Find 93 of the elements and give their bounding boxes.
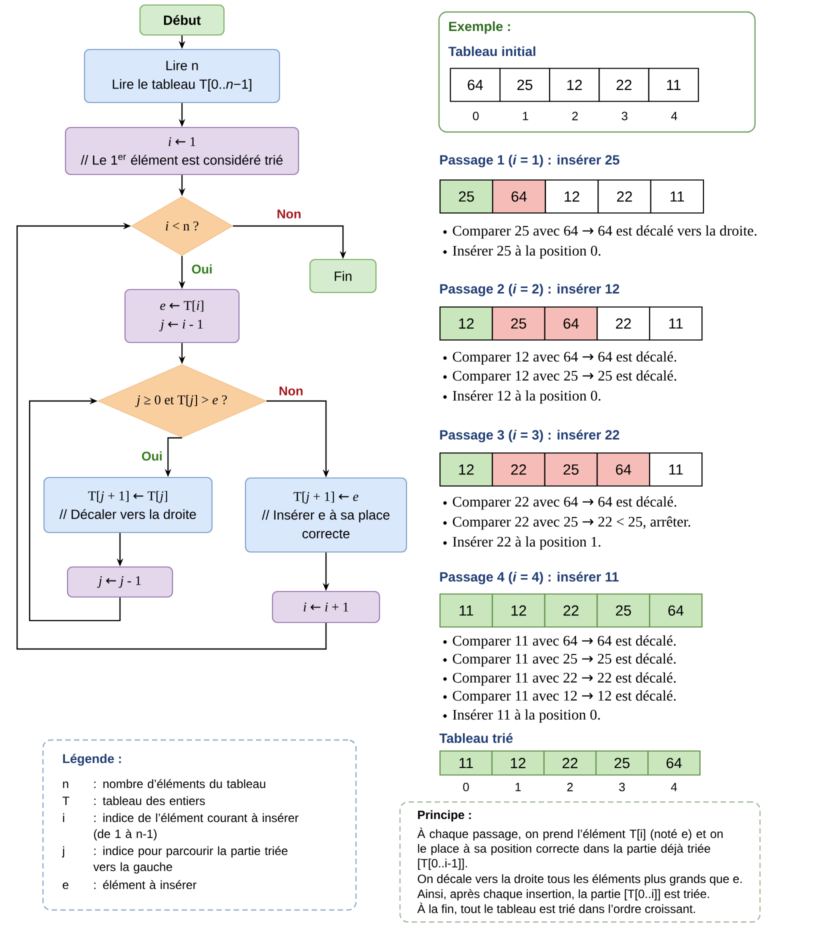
principle-paragraph: À la fin, tout le tableau est trié dans l’ordre croissant.	[417, 902, 695, 915]
edge-label: Oui	[140, 450, 164, 462]
index-number: 3	[622, 112, 628, 120]
array-cell: 12	[544, 179, 599, 214]
bullet-text: Comparer 11 avec 25 → 25 est décalé.	[452, 653, 676, 667]
array-cell: 64	[596, 452, 650, 487]
array-cell: 64	[492, 179, 546, 214]
table-title: Tableau initial	[448, 46, 536, 56]
array-cell: 11	[439, 750, 493, 776]
section-heading: Passage 2 (i = 2) : insérer 12	[440, 284, 620, 296]
index-number: 4	[671, 112, 678, 120]
start-terminal: Début	[139, 4, 225, 36]
edge-label: Non	[275, 208, 303, 220]
bullet-text: Comparer 22 avec 25 → 22 < 25, arrêter.	[452, 516, 690, 530]
array-cell: 25	[595, 750, 649, 776]
section-heading: Passage 3 (i = 3) : insérer 22	[440, 430, 620, 442]
index-number: 1	[516, 782, 521, 792]
section-heading: Tableau trié	[439, 733, 513, 743]
legend-symbol: j	[62, 846, 64, 858]
index-number: 3	[619, 782, 625, 792]
array-cell: 22	[543, 750, 597, 776]
section-heading: Passage 1 (i = 1) : insérer 25	[440, 154, 620, 168]
array-cell: 12	[549, 68, 600, 102]
array-cell: 11	[649, 306, 703, 341]
bullet-text: Comparer 11 avec 22 → 22 est décalé.	[452, 672, 676, 686]
array-cell: 22	[596, 306, 650, 341]
process-box: T[j + 1] ← e // Insérer e à sa place correcte	[244, 477, 408, 553]
principle-paragraph: À chaque passage, on prend l’élément T[i] (noté e) et on le place à sa position correcte dans la partie déjà triée [T[0..i-1]].	[417, 828, 723, 870]
index-number: 2	[572, 112, 578, 120]
bullet-text: Insérer 22 à la position 1.	[452, 536, 600, 550]
process-box: j ← j - 1	[66, 566, 174, 598]
legend-symbol: i	[63, 813, 64, 822]
array-cell: 25	[492, 306, 546, 341]
array-cell: 25	[499, 68, 550, 102]
array-cell: 64	[649, 593, 703, 628]
array-cell: 11	[439, 593, 493, 628]
legend-symbol: T	[62, 796, 70, 805]
legend-description: : indice pour parcourir la partie triée vers la gauche	[93, 846, 288, 874]
array-cell: 11	[648, 68, 699, 102]
bullet-text: Insérer 12 à la position 0.	[452, 390, 600, 404]
array-cell: 64	[647, 750, 701, 776]
end-terminal: Fin	[309, 258, 377, 294]
bullet-text: Comparer 12 avec 25 → 25 est décalé.	[452, 370, 676, 384]
process-box: T[j + 1] ← T[j] // Décaler vers la droite	[43, 476, 213, 534]
index-number: 0	[463, 782, 469, 792]
array-cell: 25	[440, 179, 494, 214]
legend-panel	[42, 739, 357, 911]
principle-paragraph: On décale vers la droite tous les éléments plus grands que e.	[418, 874, 742, 886]
bullet-text: Comparer 22 avec 64 → 64 est décalé.	[452, 496, 676, 510]
array-cell: 25	[544, 452, 598, 487]
array-cell: 12	[439, 452, 493, 487]
legend-symbol: e	[62, 882, 68, 890]
edge-label: Oui	[190, 263, 214, 275]
panel-heading: Principe :	[418, 810, 471, 822]
index-number: 0	[472, 112, 479, 120]
legend-description: : nombre d’éléments du tableau	[94, 779, 266, 788]
process-box: i ← i + 1	[272, 590, 380, 624]
array-cell: 12	[491, 750, 545, 776]
input-box: Lire n Lire le tableau T[0..n−1]	[84, 48, 280, 104]
array-cell: 64	[544, 306, 598, 341]
array-cell: 64	[450, 68, 501, 102]
process-box: i ← 1 // Le 1$^{er}$ élément est considéré trié	[64, 126, 300, 176]
principle-panel	[399, 801, 761, 923]
bullet-text: Comparer 11 avec 12 → 12 est décalé.	[452, 690, 676, 704]
bullet-text: Comparer 12 avec 64 → 64 est décalé.	[452, 351, 676, 365]
legend-description: : élément à insérer	[94, 880, 196, 890]
array-cell: 12	[492, 593, 546, 628]
legend-description: : tableau des entiers	[94, 796, 205, 806]
index-number: 4	[670, 782, 677, 792]
bullet-text: Insérer 11 à la position 0.	[452, 709, 600, 723]
array-cell: 25	[596, 593, 650, 628]
flow-arrow	[16, 222, 327, 650]
bullet-text: Comparer 11 avec 64 → 64 est décalé.	[452, 635, 676, 649]
legend-description: : indice de l’élément courant à insérer (de 1 à n-1)	[94, 813, 298, 840]
array-cell: 12	[439, 306, 493, 341]
process-box: e ← T[i] j ← i - 1	[124, 288, 240, 344]
legend-heading: Légende :	[63, 754, 121, 766]
flow-arrow	[29, 398, 121, 622]
index-number: 1	[523, 112, 528, 120]
array-cell: 22	[492, 452, 546, 487]
principle-paragraph: Ainsi, après chaque insertion, la partie [T[0..i]] est triée.	[417, 889, 709, 900]
array-cell: 22	[544, 593, 598, 628]
bullet-text: Comparer 25 avec 64 → 64 est décalé vers la droite.	[452, 225, 756, 239]
array-cell: 11	[649, 452, 703, 487]
bullet-text: Insérer 25 à la position 0.	[452, 245, 600, 259]
section-heading: Passage 4 (i = 4) : insérer 11	[440, 572, 619, 584]
index-number: 2	[567, 782, 573, 792]
panel-heading: Exemple :	[449, 21, 510, 34]
array-cell: 11	[650, 179, 704, 214]
edge-label: Non	[277, 385, 305, 397]
legend-symbol: n	[63, 782, 68, 788]
array-cell: 22	[598, 179, 652, 214]
array-cell: 22	[598, 68, 650, 102]
